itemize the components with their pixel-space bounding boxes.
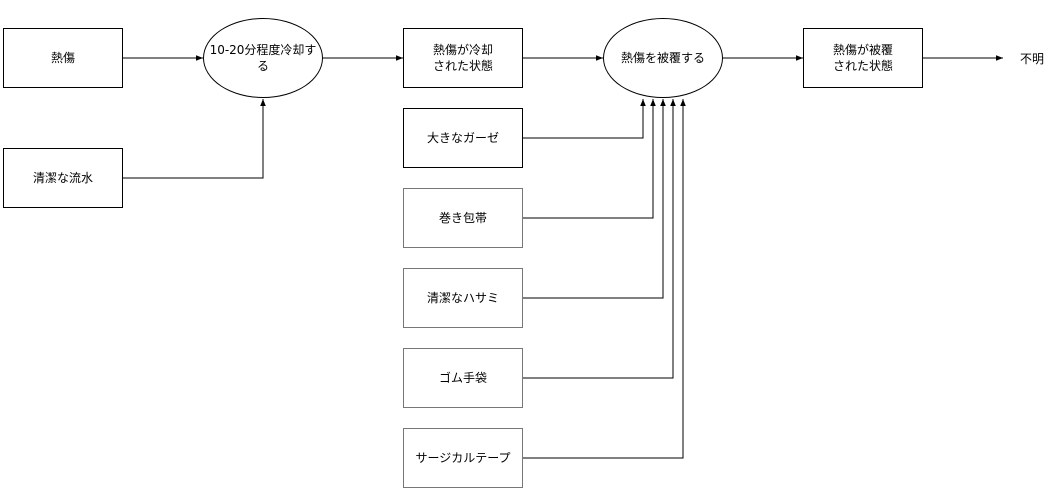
- node-unknown-label: 不明: [1020, 52, 1045, 66]
- node-rubber-gloves-label: ゴム手袋: [438, 371, 487, 385]
- arrow-bandage-to-cover: [523, 99, 656, 219]
- node-cool-step-label: 10-20分程度冷却する: [209, 43, 317, 73]
- node-rubber-gloves: ゴム手袋: [403, 348, 523, 408]
- node-cooled-state: 熱傷が冷却 された状態: [403, 28, 523, 88]
- node-clean-scissors: 清潔なハサミ: [403, 268, 523, 328]
- node-cooled-state-label: 熱傷が冷却 された状態: [432, 43, 493, 73]
- node-surgical-tape-label: サージカルテープ: [415, 451, 511, 465]
- node-cool-step: 10-20分程度冷却する: [203, 18, 323, 98]
- node-surgical-tape: サージカルテープ: [403, 428, 523, 488]
- arrow-tape-to-cover: [523, 99, 686, 459]
- node-roll-bandage-label: 巻き包帯: [438, 211, 487, 225]
- node-clean-water: 清潔な流水: [3, 148, 123, 208]
- node-clean-scissors-label: 清潔なハサミ: [426, 291, 499, 305]
- node-covered-state-label: 熱傷が被覆 された状態: [832, 43, 893, 73]
- node-covered-state: 熱傷が被覆 された状態: [803, 28, 923, 88]
- arrow-gauze-to-cover: [523, 99, 646, 139]
- node-burn-label: 熱傷: [50, 51, 75, 65]
- node-clean-water-label: 清潔な流水: [32, 171, 93, 185]
- node-cover-step: 熱傷を被覆する: [603, 18, 723, 98]
- arrow-scissors-to-cover: [523, 99, 666, 299]
- node-large-gauze: 大きなガーゼ: [403, 108, 523, 168]
- node-unknown: 不明: [1020, 50, 1044, 67]
- arrow-water-to-cool: [123, 99, 266, 179]
- node-roll-bandage: 巻き包帯: [403, 188, 523, 248]
- arrow-gloves-to-cover: [523, 99, 676, 379]
- node-cover-step-label: 熱傷を被覆する: [620, 51, 705, 65]
- node-large-gauze-label: 大きなガーゼ: [426, 131, 499, 145]
- node-burn: 熱傷: [3, 28, 123, 88]
